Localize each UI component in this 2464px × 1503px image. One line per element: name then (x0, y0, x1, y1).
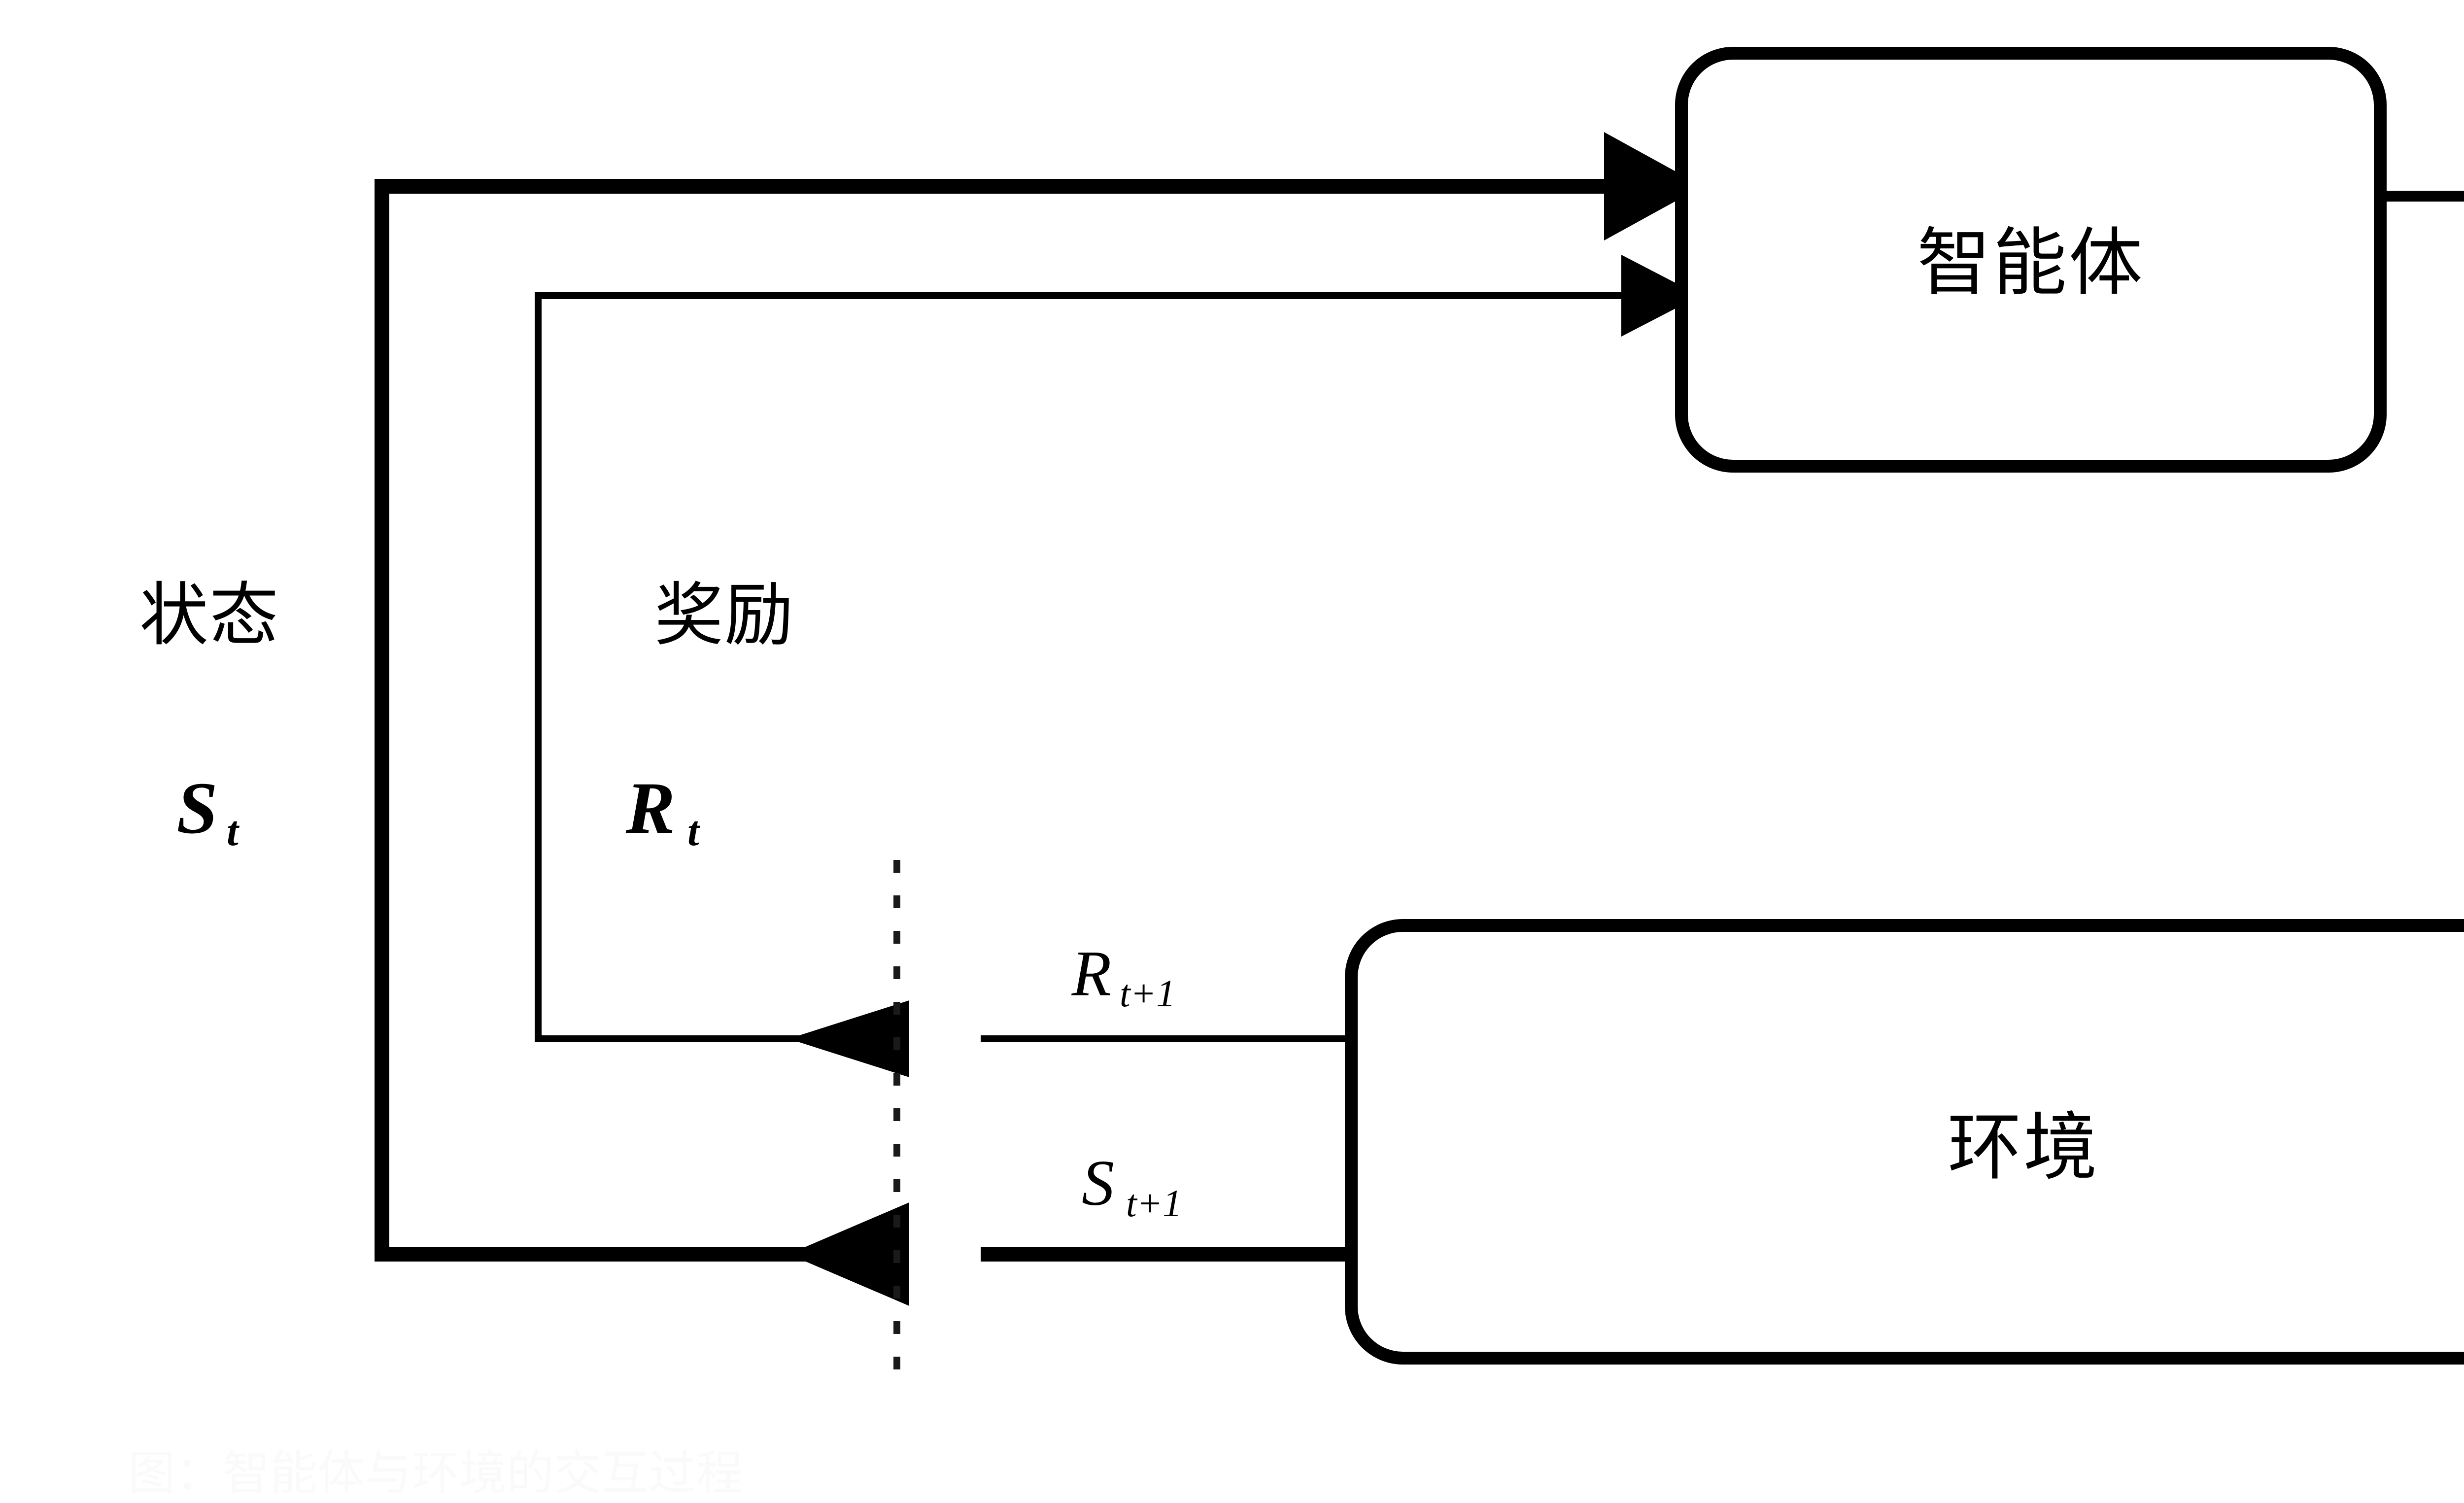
state-arrowhead-right (1604, 132, 1703, 240)
next-state-symbol-subscript: t+1 (1126, 1182, 1182, 1225)
reward-symbol-base: R (625, 767, 675, 849)
next-state-symbol-base: S (1082, 1147, 1114, 1219)
reward-arrowhead-right (1621, 255, 1700, 337)
state-label-text: 状态 (139, 578, 279, 654)
agent-box-label: 智能体 (1917, 223, 2145, 305)
state-symbol-base: S (176, 767, 217, 849)
edge-reward-to-agent (535, 255, 1700, 1077)
reward-arrowhead-left (788, 1000, 909, 1077)
label-next-reward: R t+1 (1071, 937, 1176, 1015)
label-state: 状态 S t (139, 578, 279, 855)
next-reward-symbol-subscript: t+1 (1120, 972, 1175, 1015)
label-reward: 奖励 R t (625, 578, 794, 855)
environment-box-shape[interactable] (1345, 919, 2464, 1365)
next-reward-symbol-base: R (1071, 937, 1112, 1010)
reward-path-line (535, 292, 1641, 1042)
figure-caption: 图：智能体与环境的交互过程 (128, 1447, 743, 1500)
node-environment[interactable]: 环境 (1345, 919, 2464, 1365)
reward-label-text: 奖励 (654, 578, 794, 654)
node-agent[interactable]: 智能体 (1675, 47, 2387, 473)
label-next-state: S t+1 (1082, 1147, 1182, 1225)
state-symbol-subscript: t (227, 807, 240, 854)
edge-state-to-agent (375, 132, 1703, 1306)
agent-box-shape[interactable] (1675, 47, 2387, 473)
reward-symbol-subscript: t (687, 807, 701, 854)
state-arrowhead-left (788, 1202, 909, 1306)
state-path-line (375, 179, 1621, 1262)
environment-box-label: 环境 (1948, 1107, 2099, 1189)
